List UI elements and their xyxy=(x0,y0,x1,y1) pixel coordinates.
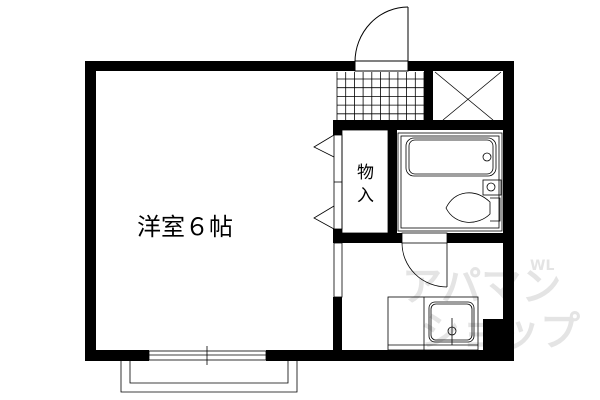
bathtub xyxy=(405,137,497,177)
entrance-door xyxy=(354,6,409,63)
balcony xyxy=(120,361,298,393)
storage-label-2: 入 xyxy=(357,186,374,206)
genkan-tiles xyxy=(336,72,425,120)
sink xyxy=(428,301,475,343)
bathroom-unit xyxy=(397,132,503,232)
window xyxy=(148,346,267,365)
pipe-shaft xyxy=(434,71,502,121)
watermark-line1: アパマン xyxy=(402,264,561,310)
outer-walls xyxy=(85,61,514,361)
watermark-small: WL xyxy=(530,258,554,274)
kitchen-counter xyxy=(387,296,479,351)
bathroom-door xyxy=(401,232,448,288)
room-label-western: 洋室６帖 xyxy=(137,213,233,241)
toilet-tank xyxy=(490,197,501,222)
toilet-icon xyxy=(445,192,491,223)
inner-walls xyxy=(333,71,514,352)
entrance-threshold xyxy=(354,60,409,72)
kitchen-appliance xyxy=(483,319,504,351)
storage-label-1: 物 xyxy=(357,163,374,183)
closet-doors xyxy=(313,129,389,298)
